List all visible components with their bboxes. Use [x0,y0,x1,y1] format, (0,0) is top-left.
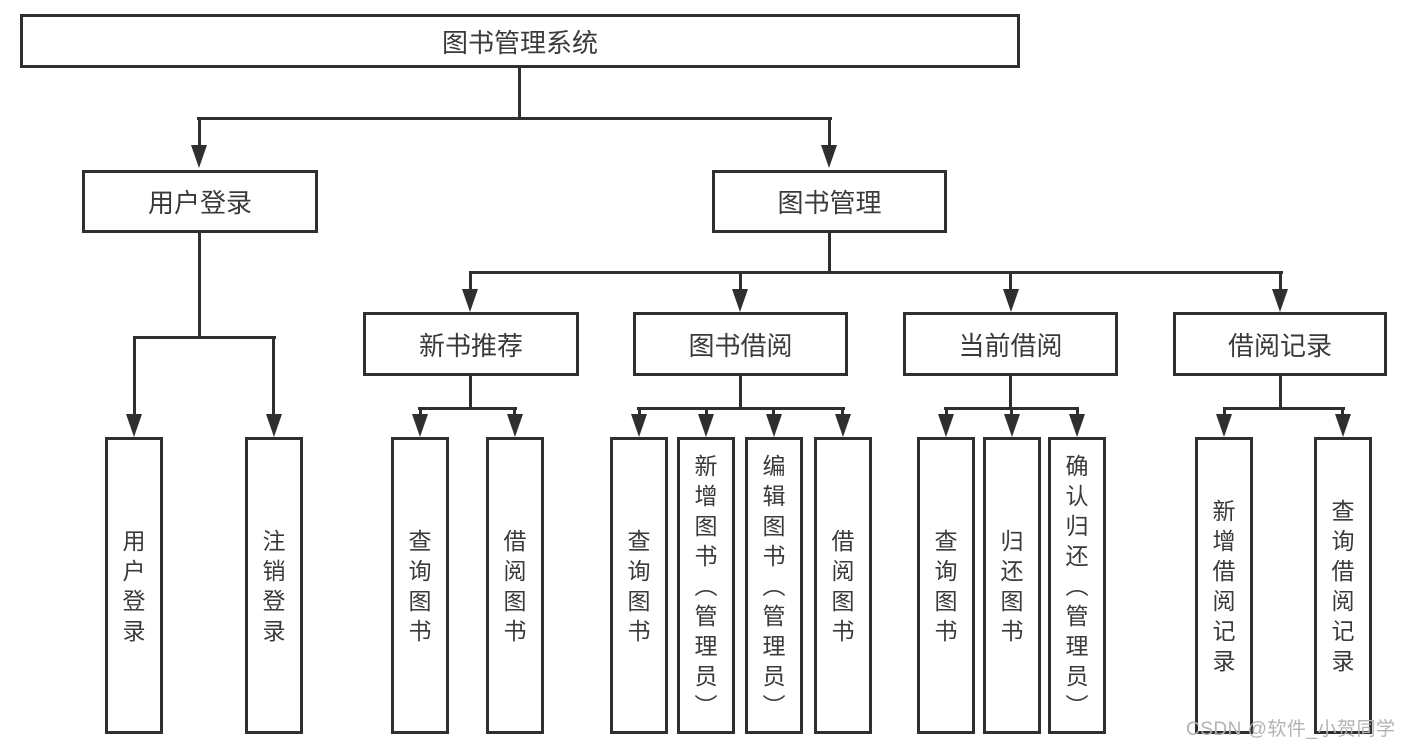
node-label: 图书管理 [777,188,882,218]
leaf-label: 查 询 图 书 [408,527,432,644]
connector [1279,376,1282,410]
leaf-label: 借 阅 图 书 [831,527,855,644]
leaf-label: 归 还 图 书 [1000,527,1024,644]
connector [272,336,275,416]
connector [1223,407,1345,410]
arrowhead [191,145,207,168]
arrowhead [1272,289,1288,312]
arrowhead [1069,414,1085,437]
connector [638,407,641,417]
leaf-label: 新 增 借 阅 记 录 [1212,497,1236,674]
connector [1009,376,1012,410]
csdn-watermark: CSDN @软件_小贺同学 [1186,719,1396,740]
connector [739,376,742,410]
node-borrowing-records: 借阅记录 [1173,312,1387,376]
connector [1279,271,1282,293]
leaf-query-borrow-record: 查 询 借 阅 记 录 [1314,437,1372,734]
leaf-logout: 注 销 登 录 [245,437,303,734]
connector [513,407,516,417]
leaf-borrow-books-recommend: 借 阅 图 书 [486,437,544,734]
connector [841,407,844,417]
node-book-borrowing: 图书借阅 [633,312,848,376]
leaf-add-borrow-record: 新 增 借 阅 记 录 [1195,437,1253,734]
connector [133,336,136,416]
arrowhead [1004,414,1020,437]
arrowhead [732,289,748,312]
leaf-label: 注 销 登 录 [262,527,286,644]
connector [518,68,521,120]
arrowhead [938,414,954,437]
connector [419,407,422,417]
leaf-query-books-current: 查 询 图 书 [917,437,975,734]
leaf-label: 用 户 登 录 [122,527,146,644]
node-label: 借阅记录 [1227,330,1332,361]
node-book-management: 图书管理 [712,170,947,233]
leaf-return-book: 归 还 图 书 [983,437,1041,734]
connector [945,407,948,417]
arrowhead [1335,414,1351,437]
leaf-edit-book-admin: 编 辑 图 书 ︵ 管 理 员 ︶ [745,437,803,734]
node-current-borrowing: 当前借阅 [903,312,1118,376]
leaf-label: 编 辑 图 书 ︵ 管 理 员 ︶ [762,452,786,719]
connector [133,336,276,339]
leaf-label: 查 询 借 阅 记 录 [1331,497,1355,674]
node-new-book-recommend: 新书推荐 [363,312,579,376]
arrowhead [1003,289,1019,312]
node-label: 图书借阅 [688,330,793,361]
node-label: 新书推荐 [418,330,523,361]
connector [739,271,742,293]
connector [469,376,472,410]
node-user-login: 用户登录 [82,170,318,233]
leaf-label: 查 询 图 书 [934,527,958,644]
leaf-user-login: 用 户 登 录 [105,437,163,734]
connector [1010,407,1013,417]
arrowhead [766,414,782,437]
connector [197,117,832,120]
arrowhead [631,414,647,437]
connector [469,271,472,293]
connector [418,407,517,410]
connector [772,407,775,417]
leaf-add-book-admin: 新 增 图 书 ︵ 管 理 员 ︶ [677,437,735,734]
connector [198,117,201,149]
node-label: 用户登录 [147,188,252,218]
leaf-label: 借 阅 图 书 [503,527,527,644]
arrowhead [507,414,523,437]
leaf-query-books-borrowing: 查 询 图 书 [610,437,668,734]
node-label: 图书管理系统 [441,27,598,58]
connector [828,117,831,149]
arrowhead [462,289,478,312]
connector [637,407,845,410]
connector [1223,407,1226,417]
leaf-label: 查 询 图 书 [627,527,651,644]
arrowhead [266,414,282,437]
node-library-management-system: 图书管理系统 [20,14,1020,68]
leaf-query-books-recommend: 查 询 图 书 [391,437,449,734]
connector [469,271,1283,274]
connector [705,407,708,417]
connector [1341,407,1344,417]
connector [828,233,831,274]
arrowhead [412,414,428,437]
leaf-borrow-books-borrowing: 借 阅 图 书 [814,437,872,734]
connector [1076,407,1079,417]
arrowhead [698,414,714,437]
arrowhead [1216,414,1232,437]
arrowhead [835,414,851,437]
leaf-label: 确 认 归 还 ︵ 管 理 员 ︶ [1065,452,1089,719]
connector [1009,271,1012,293]
arrowhead [821,145,837,168]
connector [198,233,201,339]
node-label: 当前借阅 [958,330,1063,361]
leaf-label: 新 增 图 书 ︵ 管 理 员 ︶ [694,452,718,719]
arrowhead [126,414,142,437]
leaf-confirm-return-admin: 确 认 归 还 ︵ 管 理 员 ︶ [1048,437,1106,734]
